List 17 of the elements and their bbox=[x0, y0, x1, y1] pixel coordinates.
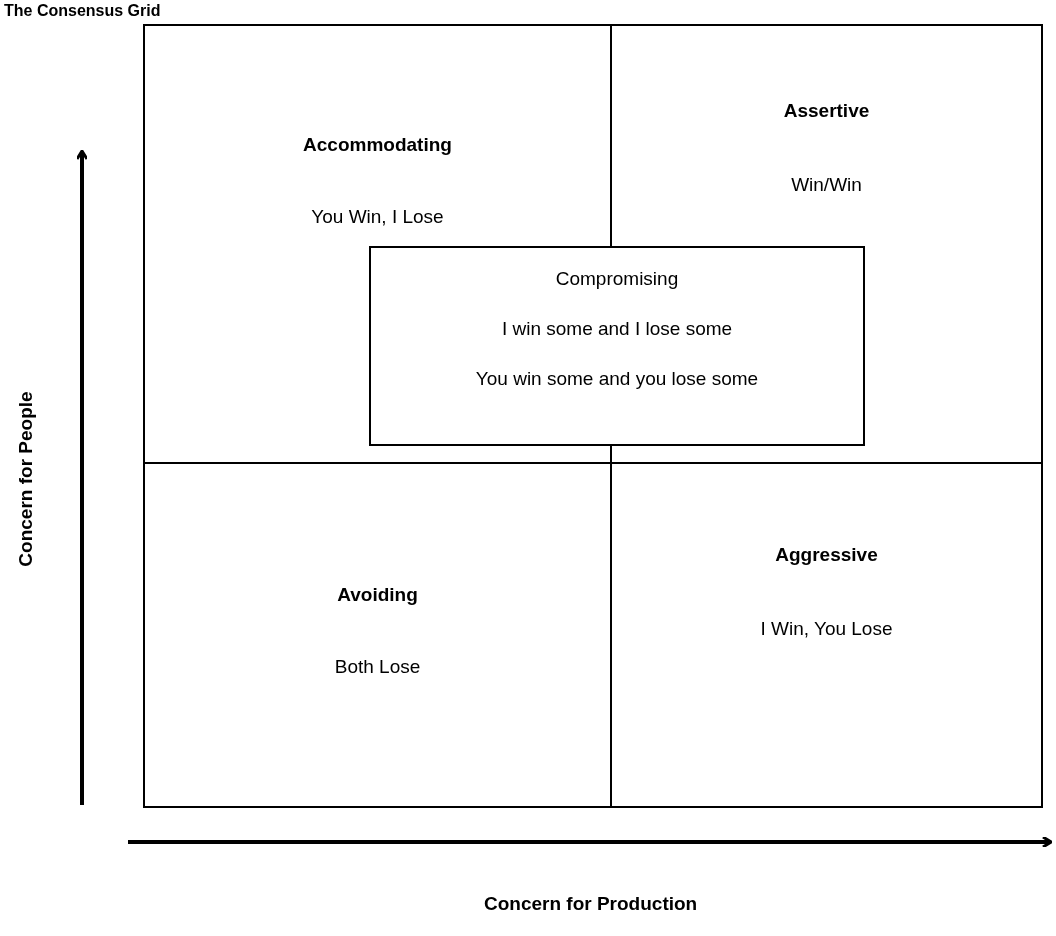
center-box bbox=[369, 246, 865, 446]
quadrant bbox=[610, 462, 1043, 808]
description: I win some and I lose some bbox=[500, 318, 734, 340]
heading: Avoiding bbox=[336, 584, 419, 606]
axis-label: Concern for Production bbox=[484, 893, 698, 915]
axis-label: Concern for People bbox=[14, 391, 37, 567]
description: Compromising bbox=[554, 268, 680, 290]
title: The Consensus Grid bbox=[4, 2, 161, 20]
description: I Win, You Lose bbox=[759, 618, 894, 640]
heading: Accommodating bbox=[302, 134, 453, 156]
description: Win/Win bbox=[790, 174, 863, 196]
description: Both Lose bbox=[333, 656, 422, 678]
description: You win some and you lose some bbox=[474, 368, 760, 390]
quadrant bbox=[143, 462, 612, 808]
heading: Aggressive bbox=[774, 544, 879, 566]
description: You Win, I Lose bbox=[310, 206, 445, 228]
heading: Assertive bbox=[782, 100, 871, 122]
